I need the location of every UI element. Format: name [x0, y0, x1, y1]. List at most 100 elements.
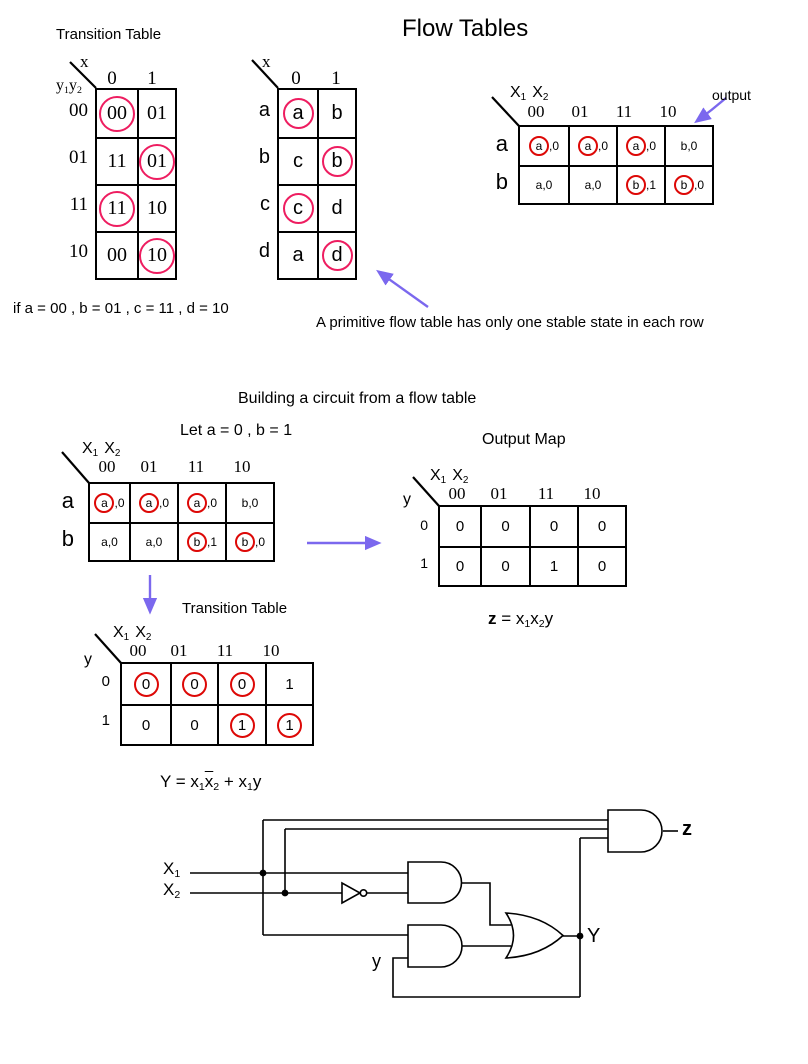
t3-col-header: 01 [571, 102, 589, 121]
z-formula: z = x1x2y [488, 609, 554, 630]
cell: 0 [122, 664, 170, 704]
cell: 1 [529, 546, 577, 585]
cell-value: b [331, 102, 343, 124]
transition-table2-title: Transition Table [182, 600, 288, 617]
cell: 0 [577, 507, 625, 546]
stable-state-circle: b [234, 532, 255, 552]
cell: 0 [122, 704, 170, 744]
stable-state-circle: a [94, 493, 115, 513]
t4-col-header: 01 [140, 457, 158, 476]
inverter-bubble [359, 888, 368, 897]
circuit-z-label: z [682, 818, 692, 840]
t2-row-header: d [258, 240, 270, 262]
cell: a,0 [177, 484, 225, 522]
cell-value: d [331, 197, 343, 219]
building-section-title: Building a circuit from a flow table [238, 390, 477, 407]
cell: c [279, 184, 317, 231]
or-gate [504, 912, 565, 959]
t4-row-header: b [61, 526, 74, 551]
cell-value: 1 [549, 558, 559, 575]
y-feedback-loop [392, 957, 580, 998]
cell: a ,0 [129, 522, 177, 560]
cell: 0 [170, 704, 217, 744]
t4-col-header: 11 [187, 457, 205, 476]
cell: a ,0 [520, 165, 568, 203]
stable-state-circle: a [625, 136, 646, 156]
stable-state-circle: c [282, 193, 314, 224]
cell: a,0 [129, 484, 177, 522]
map-col-header: 00 [448, 484, 466, 503]
cell-value: 1 [285, 675, 294, 693]
cell: b ,0 [225, 484, 273, 522]
stable-state-circle: 0 [229, 671, 255, 697]
cell-value: 0 [455, 518, 465, 535]
map-col-header: 10 [583, 484, 601, 503]
junction-dot [259, 869, 267, 877]
t1-row-header: 01 [69, 147, 88, 168]
t2-col-header: 1 [331, 68, 341, 89]
cell-value: a [292, 244, 304, 266]
output-label: output [712, 87, 751, 103]
and-gate-bottom [407, 924, 463, 968]
cell: a ,0 [90, 522, 129, 560]
junction-dot [281, 889, 289, 897]
cell: a [279, 231, 317, 278]
circuit-y-label: y [372, 951, 381, 971]
t1-row-header: 11 [69, 194, 88, 215]
cell-value: 11 [107, 150, 127, 172]
cell: a,0 [520, 127, 568, 165]
stable-state-circle: d [321, 240, 353, 271]
cell: 1 [265, 664, 312, 704]
cell: a [279, 90, 317, 137]
t1-corner-label: x [80, 52, 89, 71]
cell: a,0 [616, 127, 664, 165]
circuit-Y-label: Y [587, 925, 601, 947]
t1-row-var-label: y1y2 [56, 77, 82, 96]
t5-col-header: 11 [216, 641, 234, 660]
cell-value: 01 [147, 102, 167, 124]
stable-state-circle: a [282, 98, 314, 129]
output-map: 0 0 0 0 0 0 1 0 [438, 505, 627, 587]
t1-row-header: 00 [69, 100, 88, 121]
cell: 1 [217, 704, 265, 744]
cell: 0 [480, 507, 529, 546]
cell: 0 [529, 507, 577, 546]
map-col-header: 11 [537, 484, 555, 503]
t1-row-header: 10 [69, 241, 88, 262]
cell-value: 0 [501, 558, 510, 575]
cell-value: 00 [107, 244, 127, 266]
stable-state-circle: 1 [229, 712, 255, 738]
cell-value: 0 [190, 716, 199, 734]
stable-state-circle: b [321, 146, 353, 177]
stable-state-circle: 1 [277, 712, 302, 738]
cell: b,1 [177, 522, 225, 560]
t2-row-header: c [260, 193, 270, 215]
cell: a,0 [568, 127, 616, 165]
state-encoding-note: if a = 00 , b = 01 , c = 11 , d = 10 [13, 300, 229, 317]
cell: 1 [265, 704, 312, 744]
t3-row-header: a [495, 131, 508, 156]
output-map-title: Output Map [482, 431, 566, 448]
primitive-note-arrow [376, 269, 429, 308]
inverter [341, 881, 362, 905]
cell-value: 10 [147, 197, 167, 219]
cell: 10 [137, 231, 175, 278]
junction-dot [576, 932, 584, 940]
t2-row-header: b [258, 146, 270, 168]
t3-row-header: b [495, 169, 508, 194]
cell: 0 [440, 546, 480, 585]
transition-table-title: Transition Table [56, 26, 162, 43]
t3-col-header: 10 [659, 102, 677, 121]
and-top-to-or-wire [462, 882, 511, 926]
primitive-flow-table: a,0 a,0 a,0 b ,0 a ,0 a ,0 b,1 b,0 [518, 125, 714, 205]
stable-state-circle: 0 [182, 671, 207, 697]
t1-col-header: 1 [147, 68, 157, 89]
t2-corner-label: x [262, 52, 271, 71]
stable-state-circle: a [138, 493, 159, 513]
t3-col-header: 00 [527, 102, 545, 121]
cell: b,0 [225, 522, 273, 560]
